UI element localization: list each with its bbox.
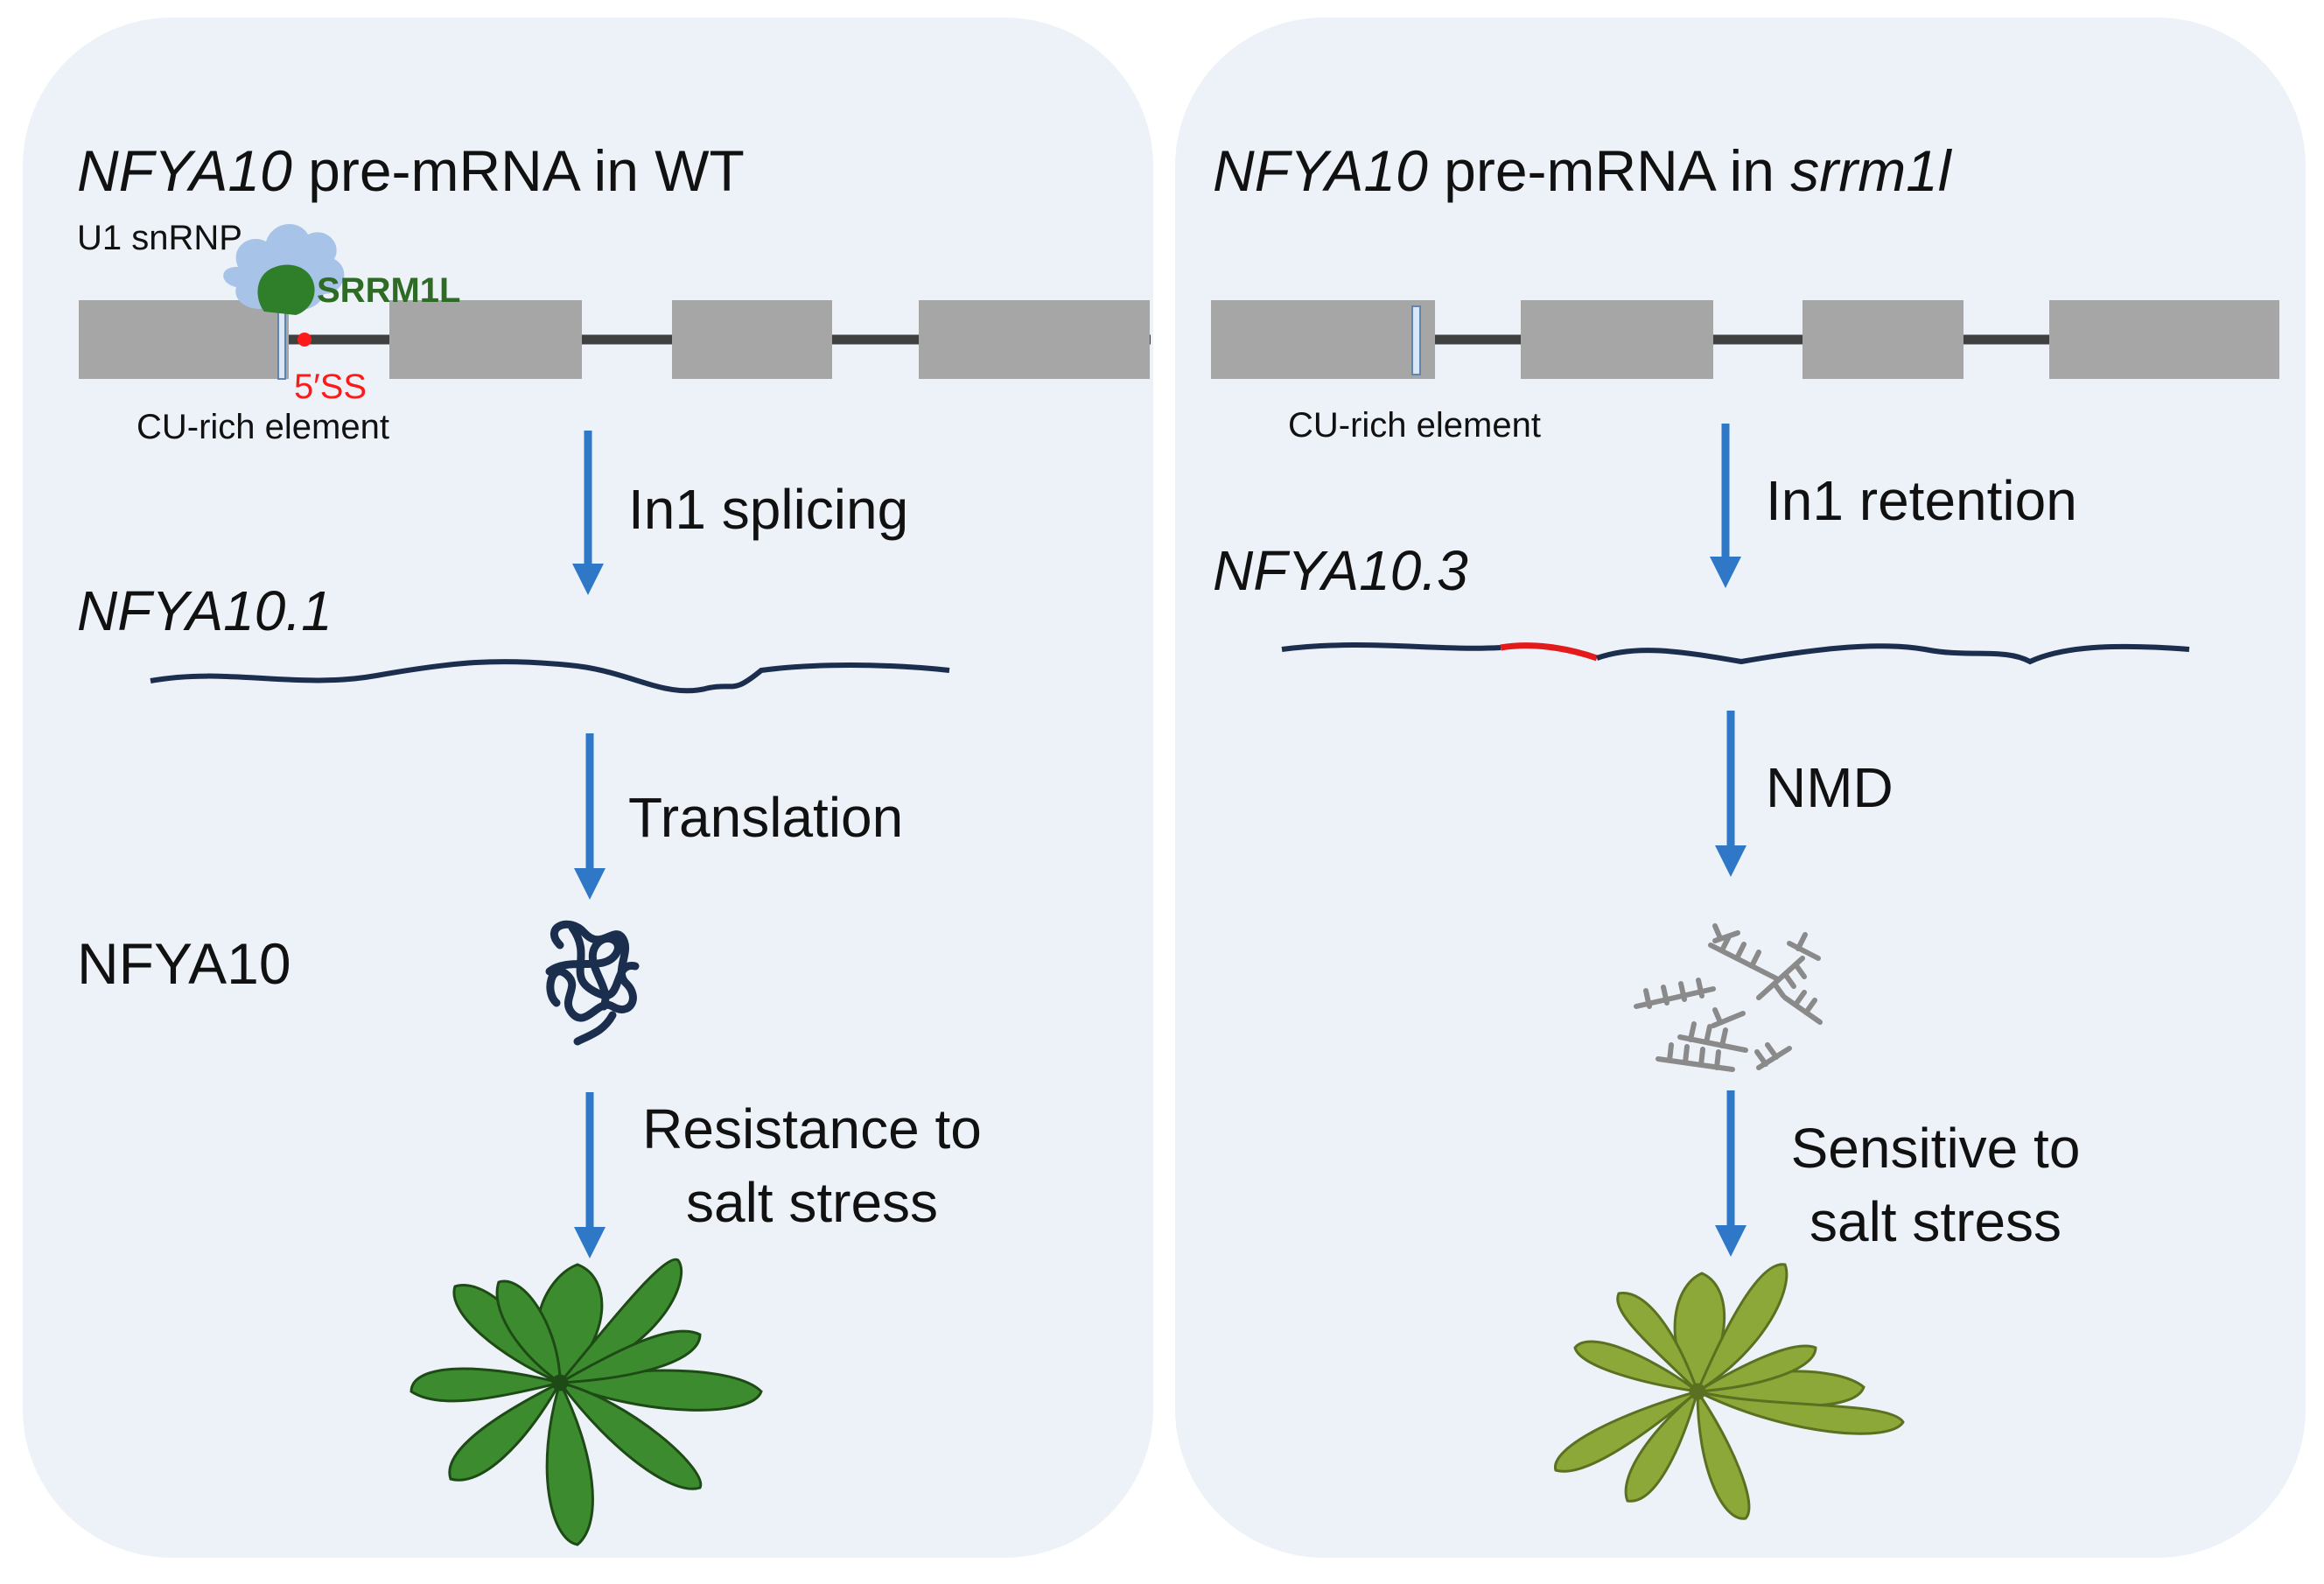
mutant-gene-model <box>1211 300 2279 379</box>
step-in1-retention: In1 retention <box>1766 469 2077 532</box>
mutant-heading-mid: pre-mRNA in <box>1427 138 1791 203</box>
mutant-exon-4 <box>2049 300 2279 379</box>
mutant-cu-rich-element-label: CU-rich element <box>1288 406 1541 445</box>
mutant-cu-rich-element-mark <box>1411 305 1421 375</box>
mutant-exon-1 <box>1211 300 1435 379</box>
protein-nfya10: NFYA10 <box>77 931 291 996</box>
step-nmd: NMD <box>1766 756 1894 819</box>
transcript-nfya10-3: NFYA10.3 <box>1213 539 1468 602</box>
outcome-sensitive-line2: salt stress <box>1809 1190 2062 1253</box>
srrm1l-label: SRRM1L <box>317 271 461 310</box>
wt-heading-gene: NFYA10 <box>77 138 292 203</box>
mutant-heading-genotype: srrm1l <box>1790 138 1951 203</box>
outcome-resistance-line2: salt stress <box>685 1171 939 1234</box>
mutant-heading: NFYA10 pre-mRNA in srrm1l <box>1213 142 1951 200</box>
outcome-sensitive-line1: Sensitive to <box>1790 1117 2081 1180</box>
transcript-nfya10-1: NFYA10.1 <box>77 579 332 642</box>
mutant-exon-2 <box>1521 300 1713 379</box>
folded-protein-icon <box>545 920 640 1046</box>
srrm1l-protein-icon <box>257 264 315 315</box>
wt-cu-rich-element-mark <box>277 310 286 380</box>
mutant-exon-3 <box>1802 300 1964 379</box>
wt-gene-model <box>79 224 1151 380</box>
wt-exon-2 <box>389 300 582 379</box>
mutant-panel <box>1175 18 2306 1558</box>
wt-exon-4 <box>919 300 1150 379</box>
retained-intron-segment <box>1500 642 1599 662</box>
splice-site-dot <box>298 333 312 347</box>
pale-rosette-plant-icon <box>1554 1263 1905 1520</box>
step-in1-splicing: In1 splicing <box>628 478 909 541</box>
degraded-mrna-fragments-icon <box>1634 923 1823 1072</box>
step-translation: Translation <box>628 786 904 849</box>
splice-site-label: 5′SS <box>294 368 368 406</box>
wt-exon-3 <box>672 300 832 379</box>
nfya10-3-mrna-strand <box>1281 642 1502 652</box>
u1-snrnp-label: U1 snRNP <box>77 219 242 257</box>
wt-heading: NFYA10 pre-mRNA in WT <box>77 142 745 200</box>
mutant-heading-gene: NFYA10 <box>1213 138 1428 203</box>
nfya10-1-mrna-strand <box>150 659 950 694</box>
outcome-resistance-line1: Resistance to <box>642 1097 982 1160</box>
wt-cu-rich-element-label: CU-rich element <box>136 408 389 446</box>
healthy-rosette-plant-icon <box>410 1258 763 1546</box>
wt-exon-1 <box>79 300 289 379</box>
wt-heading-rest: pre-mRNA in WT <box>291 138 745 203</box>
nfya10-3-mrna-strand-3prime <box>1595 643 2190 665</box>
